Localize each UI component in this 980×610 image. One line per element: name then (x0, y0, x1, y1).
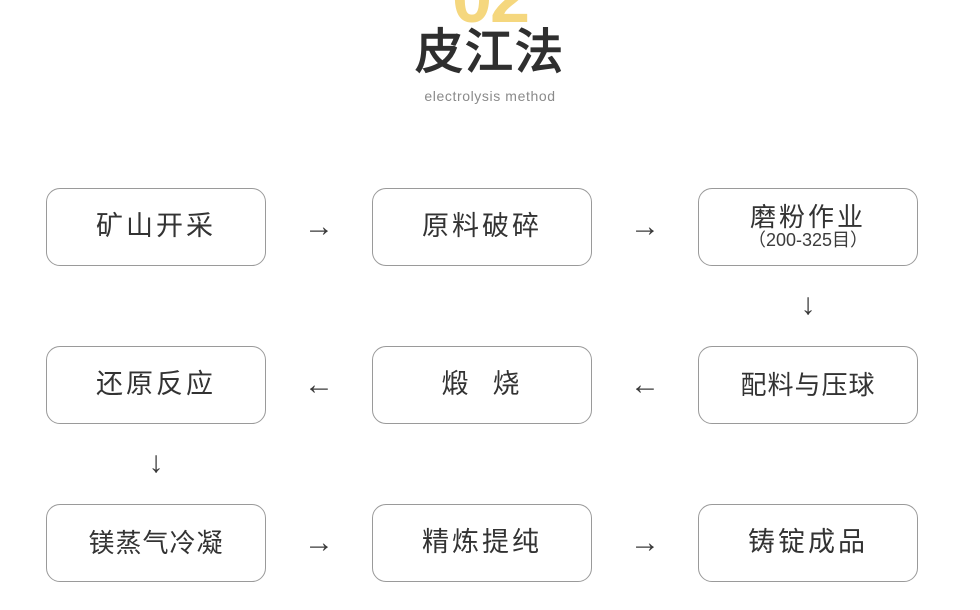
header-title-block: 02 皮江法 electrolysis method (390, 0, 590, 130)
arrow-left-icon: ← (304, 368, 334, 401)
arrow-right-icon: → (304, 526, 334, 559)
arrow-left-icon: ← (630, 368, 660, 401)
flow-node-label: 配料与压球 (740, 369, 876, 400)
section-number-badge: 02 (390, 0, 590, 34)
arrow-down-icon: ↓ (800, 288, 816, 321)
flow-node-ingot-product[interactable]: 铸锭成品 (698, 504, 918, 582)
arrow-right-icon: → (304, 210, 334, 243)
flow-node-label: 铸锭成品 (748, 527, 868, 558)
connector-row2-row3: ↓ (46, 424, 918, 504)
page-subtitle: electrolysis method (424, 88, 556, 104)
flow-row-3: 镁蒸气冷凝 → 精炼提纯 → 铸锭成品 (46, 504, 918, 582)
arrow-right-icon: → (630, 526, 660, 559)
flow-node-crushing[interactable]: 原料破碎 (372, 188, 592, 266)
connector-row1-row2: ↓ (46, 266, 918, 346)
flow-node-label: 煅 烧 (441, 369, 523, 400)
flow-node-label: 精炼提纯 (422, 527, 542, 558)
flow-node-batching-briquetting[interactable]: 配料与压球 (698, 346, 918, 424)
header: 02 皮江法 electrolysis method (0, 0, 980, 130)
flow-node-label: 原料破碎 (422, 211, 542, 242)
page-title: 皮江法 (414, 26, 565, 79)
flow-node-label: 矿山开采 (96, 211, 216, 242)
flow-node-magnesium-vapor-condensation[interactable]: 镁蒸气冷凝 (46, 504, 266, 582)
flow-row-2: 还原反应 ← 煅 烧 ← 配料与压球 (46, 346, 918, 424)
flow-node-label: 镁蒸气冷凝 (88, 527, 224, 558)
flow-node-sublabel: （200-325目） (747, 229, 869, 250)
flow-node-mining[interactable]: 矿山开采 (46, 188, 266, 266)
flow-node-refining[interactable]: 精炼提纯 (372, 504, 592, 582)
flow-node-label: 还原反应 (96, 369, 216, 400)
process-flowchart: 矿山开采 → 原料破碎 → 磨粉作业 （200-325目） ↓ 还原反应 ← 煅… (46, 188, 918, 582)
flow-node-milling[interactable]: 磨粉作业 （200-325目） (698, 188, 918, 266)
arrow-right-icon: → (630, 210, 660, 243)
flow-node-reduction[interactable]: 还原反应 (46, 346, 266, 424)
flow-node-label: 磨粉作业 (749, 201, 866, 232)
flow-node-calcination[interactable]: 煅 烧 (372, 346, 592, 424)
flow-row-1: 矿山开采 → 原料破碎 → 磨粉作业 （200-325目） (46, 188, 918, 266)
arrow-down-icon: ↓ (148, 446, 164, 479)
